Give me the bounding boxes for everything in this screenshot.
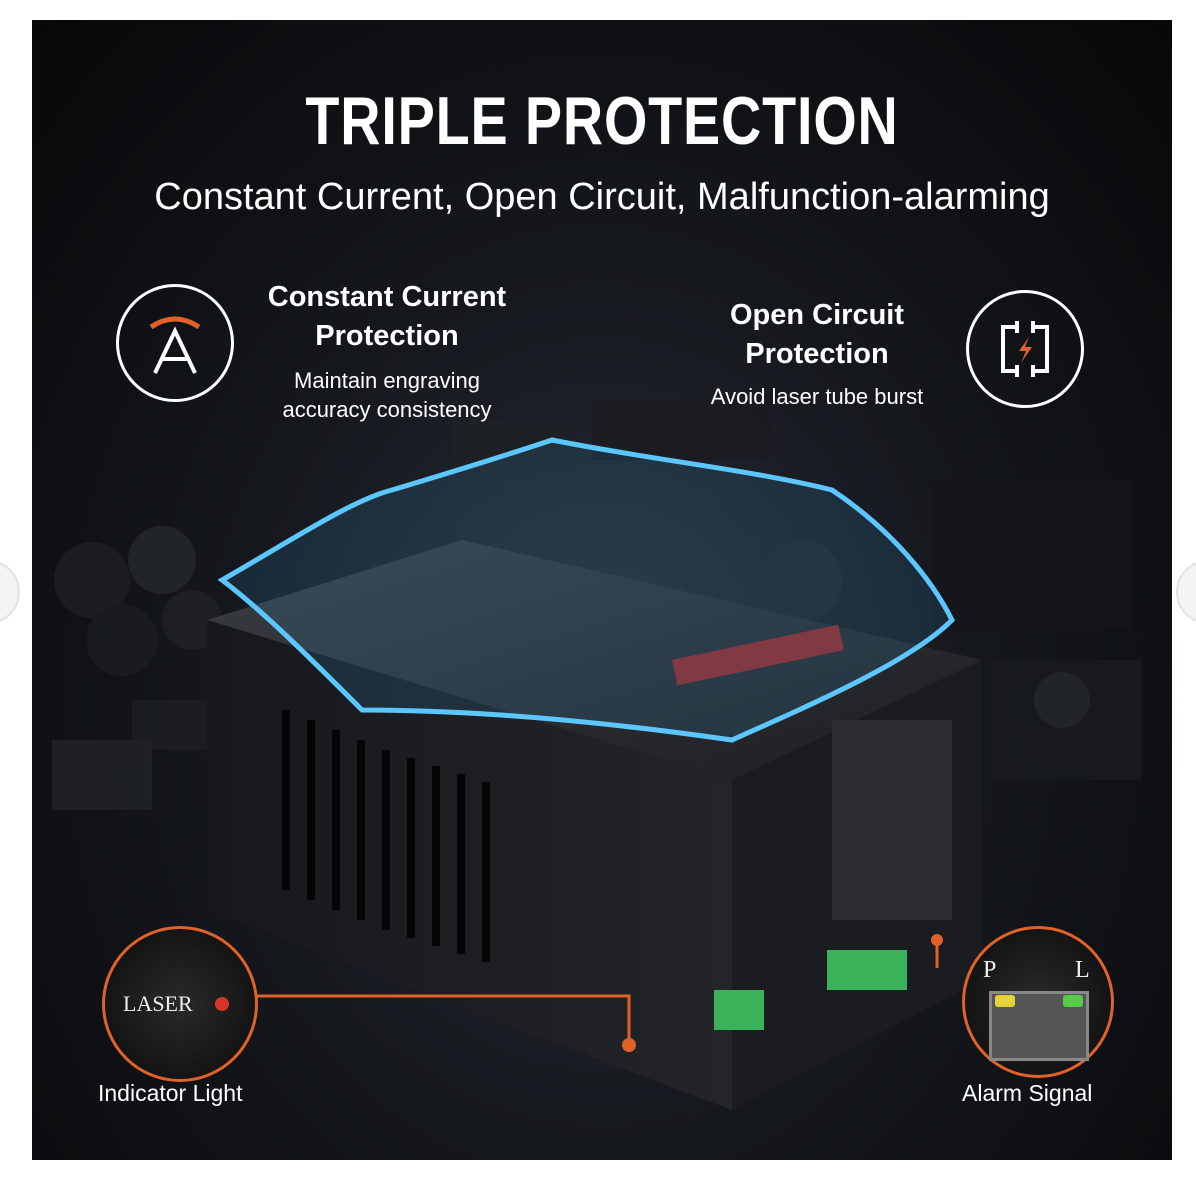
indicator-light-label: Indicator Light — [98, 1080, 243, 1106]
pcb-components — [52, 400, 1142, 810]
power-supply-box — [207, 540, 982, 1110]
carousel-prev-button[interactable] — [0, 560, 20, 624]
indicator-led-icon — [215, 997, 229, 1011]
feature-title-line: Protection — [745, 338, 889, 370]
callout-lines — [257, 945, 939, 1040]
feature-open-circuit-title: Open Circuit Protection — [672, 296, 962, 374]
alarm-signal-callout: P L — [962, 926, 1114, 1078]
open-circuit-bolt-icon — [966, 290, 1084, 408]
product-image: TRIPLE PROTECTION Constant Current, Open… — [32, 20, 1172, 1160]
laser-text: LASER — [123, 991, 193, 1016]
port-l-label: L — [1075, 957, 1090, 983]
feature-title-line: Constant Current — [267, 281, 507, 313]
yellow-led-icon — [995, 995, 1015, 1007]
carousel-next-button[interactable] — [1176, 560, 1196, 624]
page-subtitle: Constant Current, Open Circuit, Malfunct… — [154, 176, 1050, 218]
feature-desc-line: accuracy consistency — [282, 397, 492, 422]
feature-desc-line: Maintain engraving — [294, 368, 480, 393]
feature-constant-current-desc: Maintain engraving accuracy consistency — [232, 366, 542, 424]
alarm-signal-label: Alarm Signal — [962, 1080, 1093, 1106]
feature-constant-current-title: Constant Current Protection — [232, 278, 542, 356]
ammeter-a-icon — [116, 284, 234, 402]
feature-title-line: Open Circuit — [729, 299, 904, 331]
green-led-icon — [1063, 995, 1083, 1007]
product-illustration — [52, 400, 1142, 1110]
indicator-light-callout: LASER — [102, 926, 258, 1082]
shield-outline — [217, 437, 956, 743]
light-beams — [235, 420, 794, 780]
feature-open-circuit-desc: Avoid laser tube burst — [710, 384, 924, 409]
port-p-label: P — [983, 957, 997, 983]
feature-title-line: Protection — [315, 320, 459, 352]
page-title: TRIPLE PROTECTION — [305, 83, 899, 159]
